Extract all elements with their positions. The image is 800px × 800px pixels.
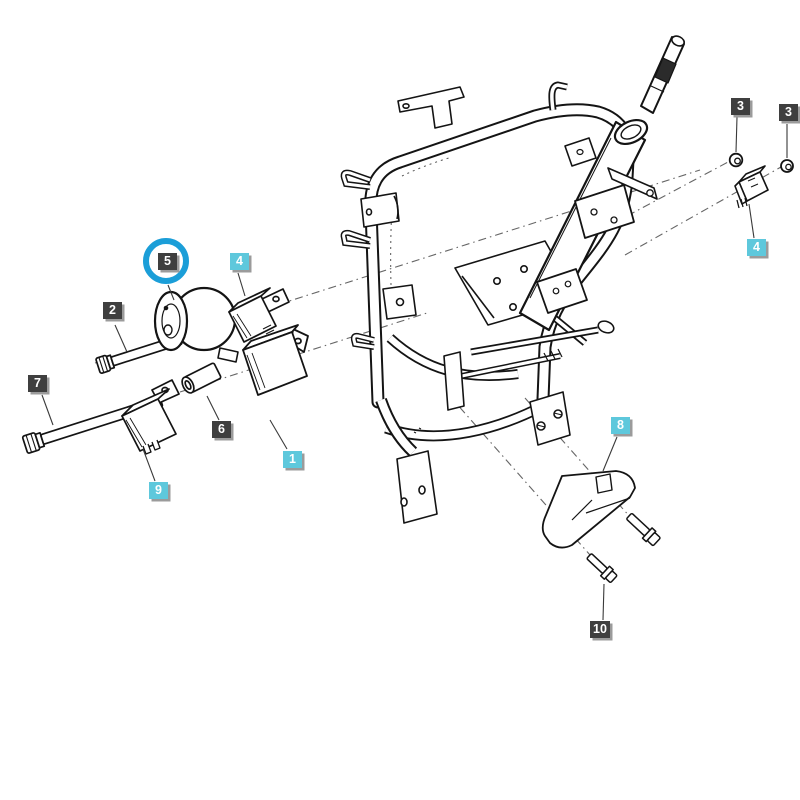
part-label-9[interactable]: 9 bbox=[149, 482, 168, 499]
part-bolt-8a bbox=[626, 512, 661, 547]
part-label-3-a[interactable]: 3 bbox=[731, 98, 750, 115]
part-label-1[interactable]: 1 bbox=[283, 451, 302, 468]
part-nut-3-a bbox=[728, 152, 744, 168]
part-relay-4-right bbox=[734, 165, 769, 209]
part-spacer-6 bbox=[181, 362, 222, 394]
part-label-10[interactable]: 10 bbox=[590, 621, 610, 638]
part-label-8[interactable]: 8 bbox=[611, 417, 630, 434]
part-label-7[interactable]: 7 bbox=[28, 375, 47, 392]
steering-column bbox=[518, 35, 685, 332]
part-nut-3-b bbox=[780, 159, 794, 173]
part-label-2[interactable]: 2 bbox=[103, 302, 122, 319]
part-box-1 bbox=[242, 324, 309, 396]
part-label-5[interactable]: 5 bbox=[158, 253, 177, 270]
part-horn-5 bbox=[153, 286, 239, 363]
part-label-4-left[interactable]: 4 bbox=[230, 253, 249, 270]
part-label-4-right[interactable]: 4 bbox=[747, 239, 766, 256]
part-bolt-10 bbox=[586, 553, 618, 583]
part-relay-9 bbox=[121, 379, 180, 455]
label-leader-lines bbox=[41, 116, 788, 621]
part-bracket-8 bbox=[541, 470, 636, 549]
part-label-6[interactable]: 6 bbox=[212, 421, 231, 438]
part-relay-4-left bbox=[228, 287, 290, 343]
part-label-3-b[interactable]: 3 bbox=[779, 104, 798, 121]
